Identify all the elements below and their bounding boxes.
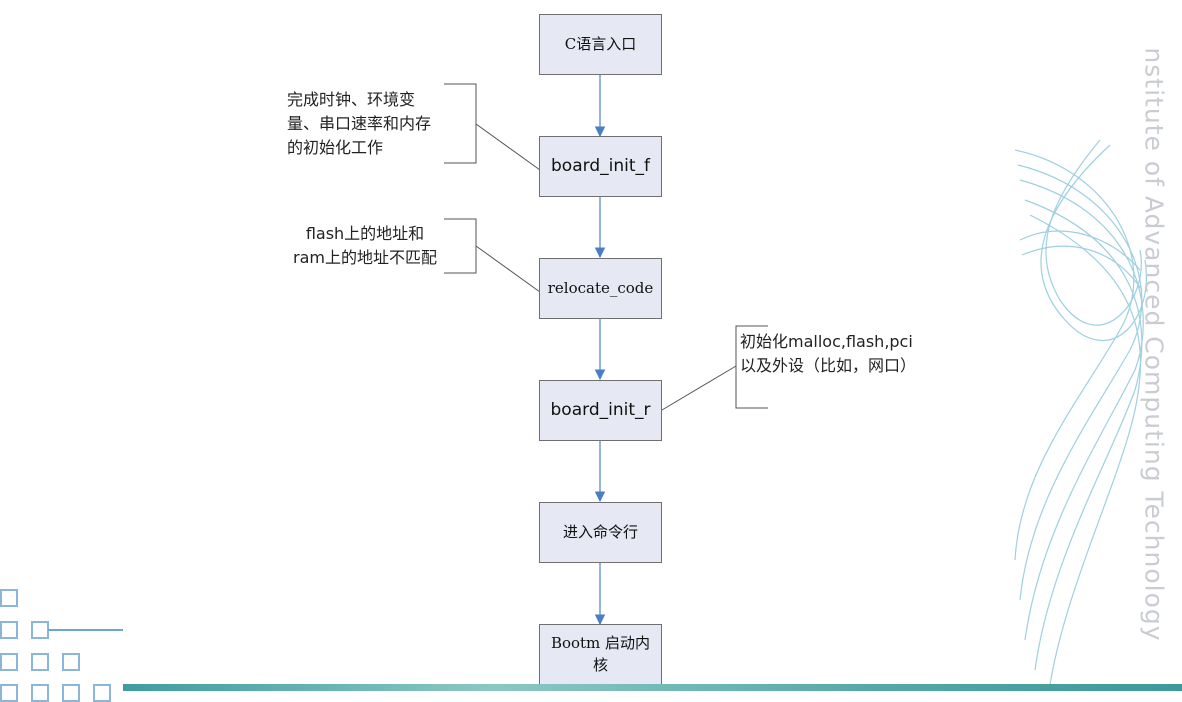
step-command-line: 进入命令行 <box>539 502 662 563</box>
callout-line-1 <box>475 123 541 171</box>
footer-bar <box>123 684 1182 691</box>
callout-bracket-1 <box>444 83 477 164</box>
callout-bracket-2 <box>444 218 477 274</box>
step-relocate-code: relocate_code <box>539 258 662 319</box>
callout-line-3 <box>661 365 737 411</box>
step-board-init-f: board_init_f <box>539 136 662 197</box>
step-board-init-r: board_init_r <box>539 380 662 441</box>
callout-line-2 <box>475 245 541 293</box>
callout-bracket-3 <box>735 325 768 409</box>
note-init-f: 完成时钟、环境变量、串口速率和内存的初始化工作 <box>287 90 432 157</box>
step-c-entry: C语言入口 <box>539 14 662 75</box>
note-relocate: flash上的地址和ram上的地址不匹配 <box>293 224 437 267</box>
note-init-r: 初始化malloc,flash,pci以及外设（比如，网口） <box>740 332 917 375</box>
step-bootm: Bootm 启动内核 <box>539 624 662 686</box>
